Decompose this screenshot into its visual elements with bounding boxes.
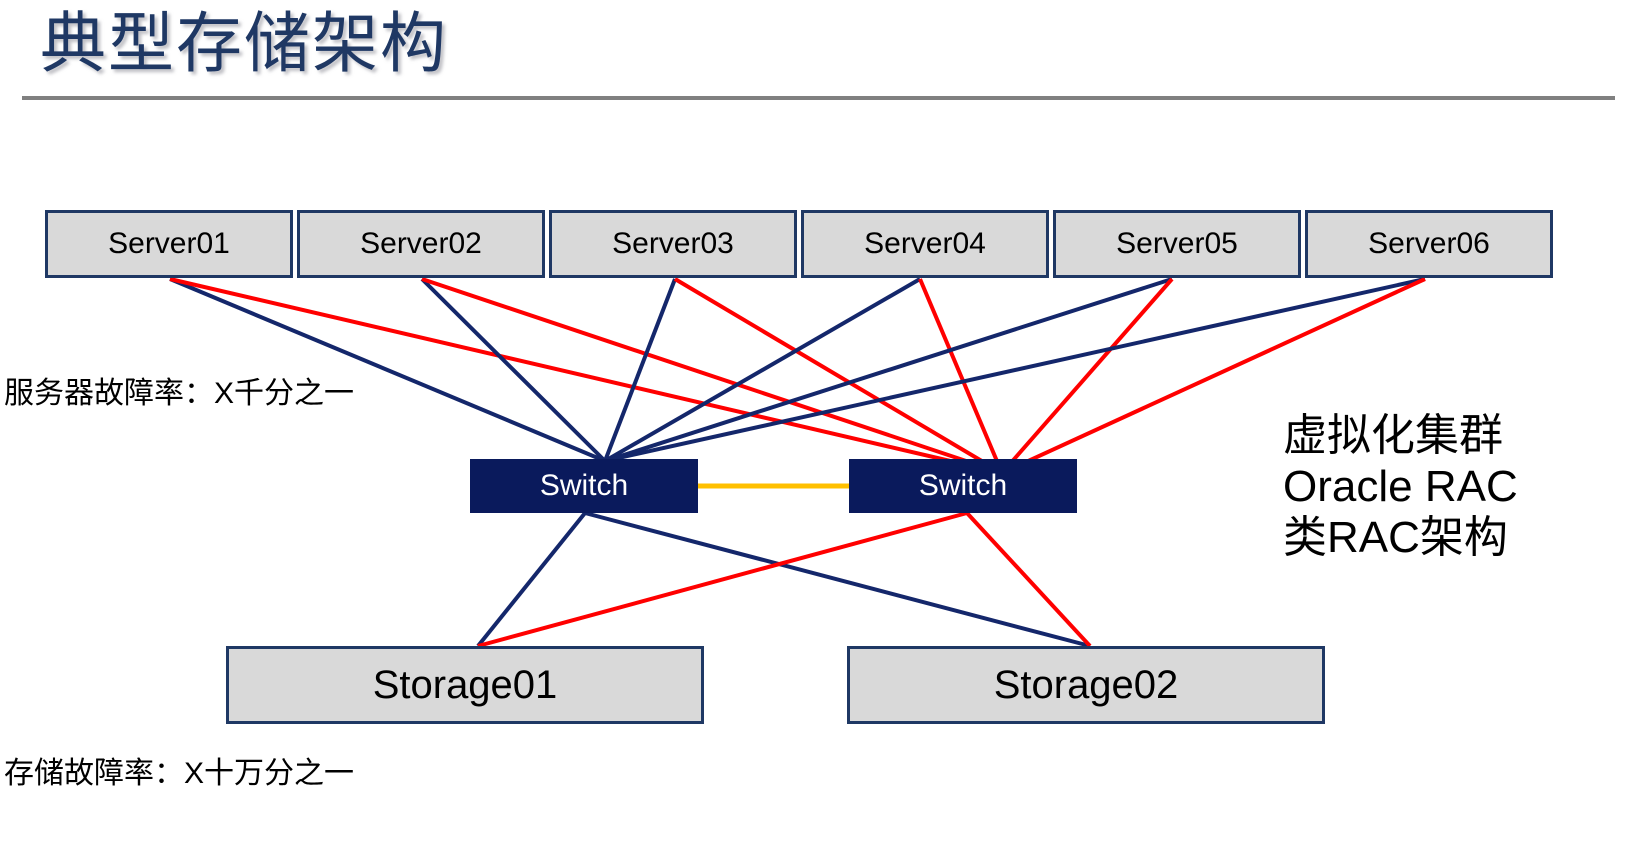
storage-label: Storage01 [372,662,558,707]
link-switch-left-storage1 [476,511,587,648]
link-server2-switch-left [420,277,607,463]
server-label: Server04 [864,227,986,260]
link-server6-switch-left [604,277,1426,463]
link-switch-left-storage2 [584,511,1091,648]
server-label: Server03 [612,227,734,260]
server-label: Server06 [1368,227,1490,260]
server-label: Server01 [108,227,230,260]
server-box-2[interactable]: Server02 [297,210,545,278]
link-server1-switch-right [169,277,1003,475]
link-server6-switch-right [1001,277,1426,475]
link-server4-switch-right [918,278,1004,474]
storage-label: Storage02 [993,662,1179,707]
switch-box-right[interactable]: Switch [849,459,1077,513]
cluster-note-line-1: 虚拟化集群 [1283,411,1503,460]
storage-box-1[interactable]: Storage01 [226,646,704,724]
server-box-6[interactable]: Server06 [1305,210,1553,278]
link-switch-right-storage1 [477,511,968,648]
cluster-note: 虚拟化集群 Oracle RAC 类RAC架构 [1283,410,1518,563]
storage-box-2[interactable]: Storage02 [847,646,1325,724]
link-server5-switch-right [1000,277,1174,475]
link-server2-switch-right [421,277,1003,475]
server-label: Server02 [360,227,482,260]
link-server1-switch-left [169,277,606,463]
switch-label: Switch [539,469,629,502]
link-server3-switch-left [603,278,677,462]
server-label: Server05 [1116,227,1238,260]
link-switch-right-storage2 [965,511,1092,648]
switch-label: Switch [918,469,1008,502]
storage-failure-rate-note: 存储故障率：X十万分之一 [4,757,355,790]
server-failure-rate-note: 服务器故障率：X千分之一 [4,377,355,410]
page-title: 典型存储架构 [40,6,448,80]
switch-box-left[interactable]: Switch [470,459,698,513]
title-divider [22,96,1615,100]
cluster-note-line-3: 类RAC架构 [1283,513,1508,562]
server-box-5[interactable]: Server05 [1053,210,1301,278]
cluster-note-line-2: Oracle RAC [1283,462,1518,511]
link-server3-switch-right [673,277,1004,475]
link-server5-switch-left [604,277,1173,463]
server-box-1[interactable]: Server01 [45,210,293,278]
server-box-4[interactable]: Server04 [801,210,1049,278]
link-server4-switch-left [603,277,922,463]
server-box-3[interactable]: Server03 [549,210,797,278]
